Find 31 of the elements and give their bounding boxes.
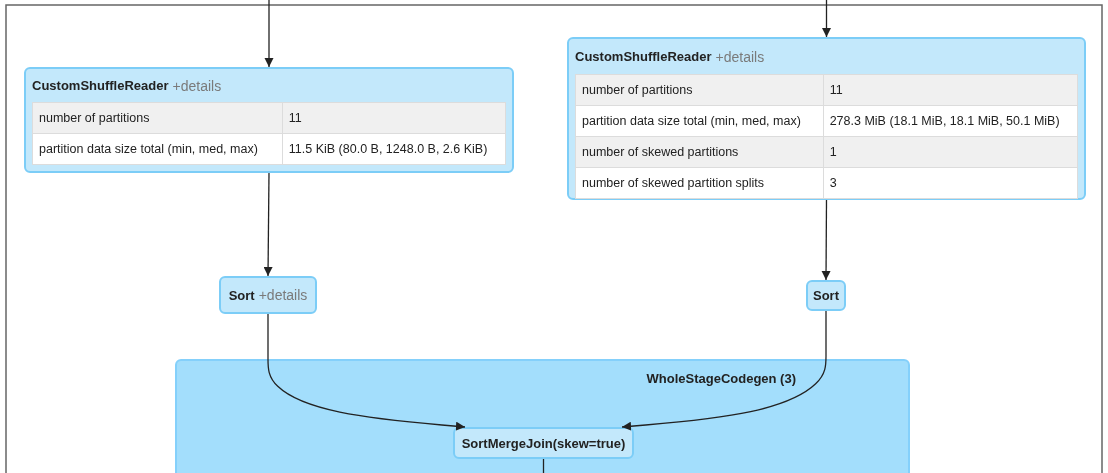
operator-node	[219, 276, 317, 314]
operator-name: CustomShuffleReader	[32, 78, 169, 93]
operator-node	[806, 280, 846, 311]
metric-value: 3	[823, 167, 1078, 199]
metric-value: 1	[823, 136, 1078, 168]
arrow	[821, 199, 831, 281]
operator-name: Sort	[813, 288, 839, 303]
details-link: +details	[172, 77, 222, 94]
metric-value: 278.3 MiB (18.1 MiB, 18.1 MiB, 50.1 MiB)	[823, 105, 1078, 137]
metrics-node	[24, 67, 514, 173]
metric-name: number of skewed partition splits	[575, 167, 824, 199]
details-link: +details	[715, 48, 765, 65]
metric-value: 11.5 KiB (80.0 B, 1248.0 B, 2.6 KiB)	[282, 133, 506, 165]
operator-name: CustomShuffleReader	[575, 49, 712, 64]
metric-name: partition data size total (min, med, max)	[32, 133, 283, 165]
operator-name: Sort	[228, 287, 255, 303]
operator-name: SortMergeJoin(skew=true)	[461, 435, 626, 451]
metric-value: 11	[823, 74, 1078, 106]
arrow	[264, 0, 274, 68]
metric-name: number of skewed partitions	[575, 136, 824, 168]
stage-title: WholeStageCodegen (3)	[646, 371, 796, 386]
metric-name: number of partitions	[32, 102, 283, 134]
details-link: +details	[258, 287, 308, 303]
stage-cluster	[175, 359, 910, 473]
arrow	[263, 172, 273, 277]
metric-name: number of partitions	[575, 74, 824, 106]
arrow	[821, 0, 832, 38]
metrics-node	[567, 37, 1086, 200]
metric-name: partition data size total (min, med, max)	[575, 105, 824, 137]
operator-node	[453, 427, 634, 459]
metric-value: 11	[282, 102, 506, 134]
